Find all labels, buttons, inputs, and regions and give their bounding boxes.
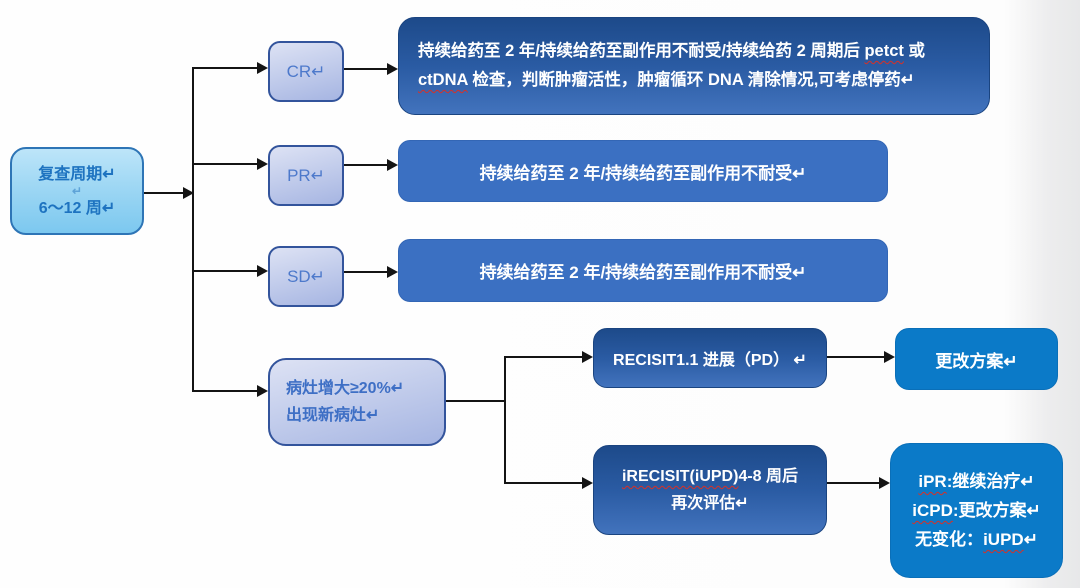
box-pr-result-text: 持续给药至 2 年/持续给药至副作用不耐受↵ (479, 163, 807, 183)
box-change-plan: 更改方案↵ (895, 328, 1058, 390)
arrowhead-icon (879, 477, 890, 489)
arrowhead-icon (582, 351, 593, 363)
connector-line (144, 192, 184, 194)
connector-line (827, 482, 879, 484)
node-cr-label: CR↵ (286, 61, 326, 81)
arrowhead-icon (582, 477, 593, 489)
box-irecist-reassess: iRECISIT(iUPD)4-8 周后再次评估↵ (593, 445, 827, 535)
arrowhead-icon (387, 63, 398, 75)
connector-line (193, 390, 257, 392)
arrowhead-icon (257, 265, 268, 277)
connector-line (504, 482, 582, 484)
connector-line (192, 67, 194, 392)
node-cr: CR↵ (268, 41, 344, 102)
connector-line (504, 356, 506, 484)
box-cr-result: 持续给药至 2 年/持续给药至副作用不耐受/持续给药 2 周期后 petct 或… (398, 17, 990, 115)
arrowhead-icon (183, 187, 194, 199)
arrowhead-icon (257, 385, 268, 397)
arrowhead-icon (257, 158, 268, 170)
connector-line (344, 164, 387, 166)
node-review-cycle: 复查周期↵↵6～12 周↵ (10, 147, 144, 235)
node-pr-label: PR↵ (287, 165, 325, 185)
box-recist-pd-text: RECISIT1.1 进展（PD） ↵ (613, 352, 807, 369)
box-sd-result-text: 持续给药至 2 年/持续给药至副作用不耐受↵ (479, 263, 807, 282)
connector-line (344, 68, 387, 70)
connector-line (827, 356, 884, 358)
arrowhead-icon (387, 159, 398, 171)
arrowhead-icon (257, 62, 268, 74)
node-lesion-growth: 病灶增大≥20%↵出现新病灶↵ (268, 358, 446, 446)
connector-line (504, 356, 582, 358)
box-change-plan-text: 更改方案↵ (935, 351, 1018, 371)
arrowhead-icon (884, 351, 895, 363)
box-recist-pd: RECISIT1.1 进展（PD） ↵ (593, 328, 827, 388)
node-pr: PR↵ (268, 145, 344, 206)
connector-line (344, 271, 387, 273)
box-pr-result: 持续给药至 2 年/持续给药至副作用不耐受↵ (398, 140, 888, 202)
connector-line (446, 400, 505, 402)
connector-line (193, 270, 257, 272)
box-irecist-outcome: iPR:继续治疗↵iCPD:更改方案↵无变化：iUPD↵ (890, 443, 1063, 578)
arrowhead-icon (387, 266, 398, 278)
connector-line (193, 67, 257, 69)
node-sd: SD↵ (268, 246, 344, 307)
box-sd-result: 持续给药至 2 年/持续给药至副作用不耐受↵ (398, 239, 888, 302)
connector-line (193, 163, 257, 165)
node-sd-label: SD↵ (287, 266, 325, 286)
